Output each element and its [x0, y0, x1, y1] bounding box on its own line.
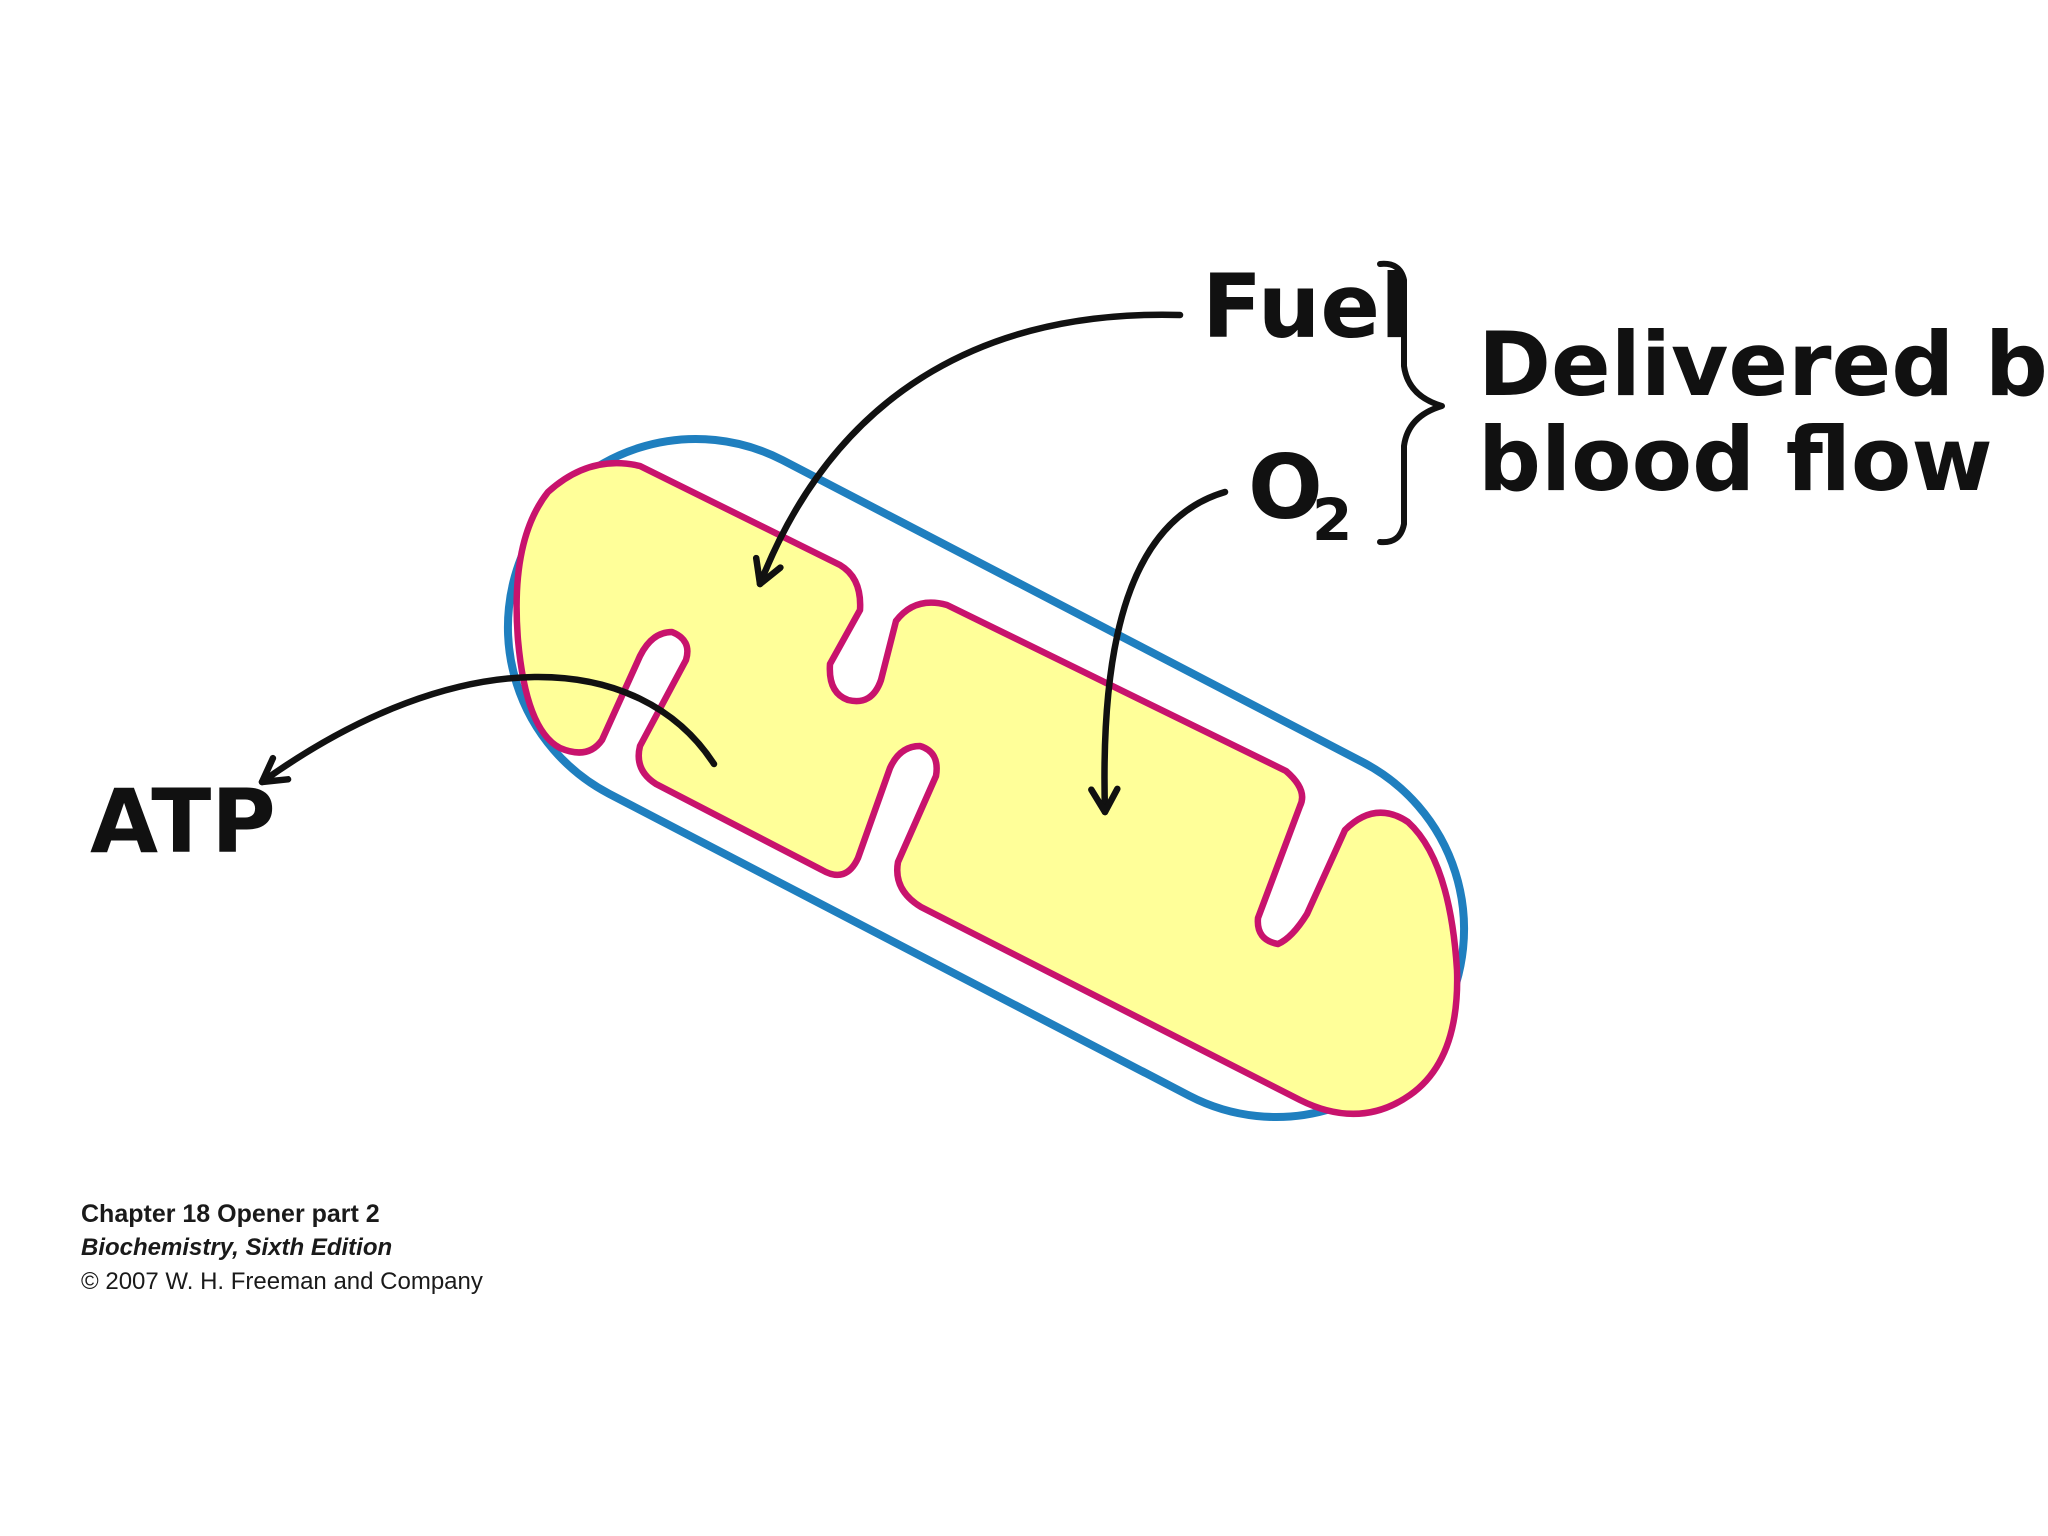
- fuel-arrow: [752, 311, 1184, 588]
- caption-chapter: Chapter 18 Opener part 2: [81, 1200, 380, 1228]
- atp-arrow: [258, 673, 718, 786]
- atp-label: ATP: [90, 770, 276, 873]
- caption-copyright: © 2007 W. H. Freeman and Company: [81, 1268, 483, 1295]
- figure-caption: Chapter 18 Opener part 2 Biochemistry, S…: [81, 1197, 483, 1299]
- inner-membrane: [513, 459, 1461, 1117]
- o2-label: O: [1248, 436, 1323, 539]
- brace: [1377, 260, 1445, 546]
- o2-subscript: 2: [1312, 486, 1352, 554]
- fuel-label: Fuel: [1202, 255, 1410, 358]
- caption-book: Biochemistry, Sixth Edition: [81, 1234, 393, 1261]
- delivered-label-line1: Delivered by: [1478, 313, 2048, 416]
- o2-arrow: [1088, 488, 1229, 816]
- delivered-label-line2: blood flow: [1478, 408, 1993, 511]
